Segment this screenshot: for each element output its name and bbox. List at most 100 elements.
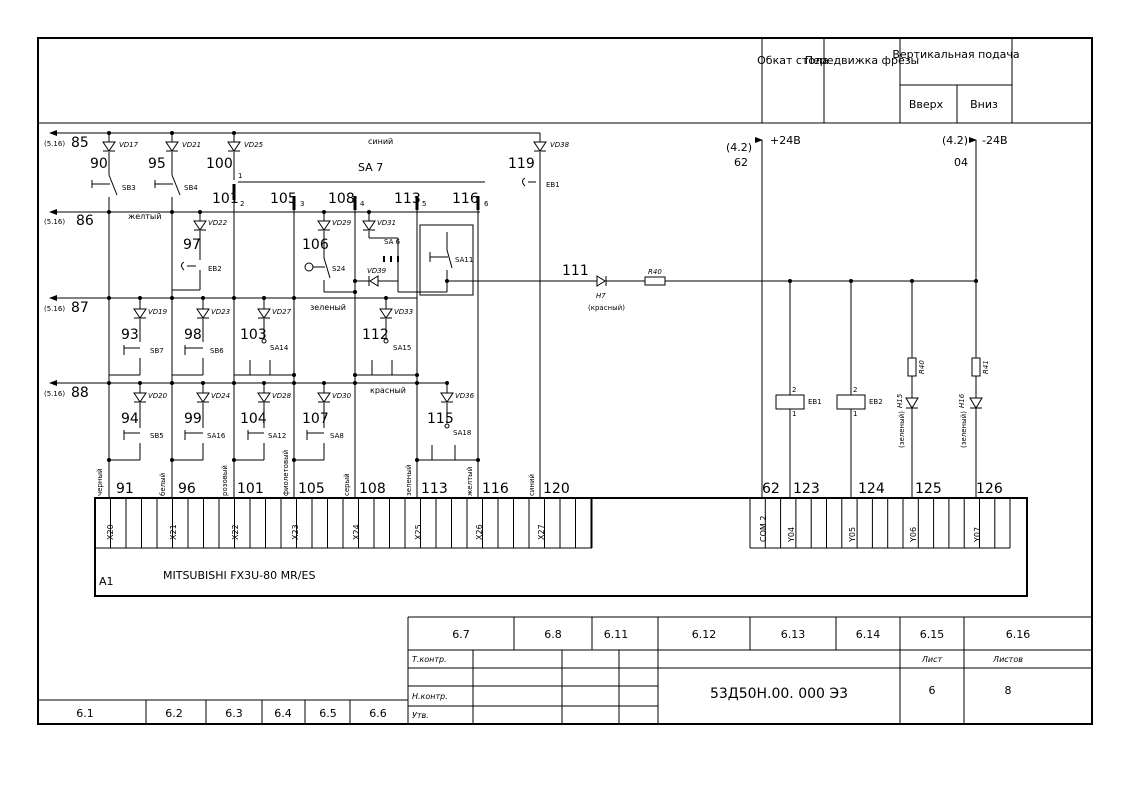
svg-text:EB1: EB1 xyxy=(808,398,822,406)
svg-text:SA15: SA15 xyxy=(393,344,411,352)
svg-text:6.7: 6.7 xyxy=(452,628,470,641)
bottom-wire-labels: черный 91 белый 96 розовый 101 фиолетовы… xyxy=(96,450,570,497)
svg-text:SB7: SB7 xyxy=(150,347,164,355)
svg-text:100: 100 xyxy=(206,156,233,172)
svg-text:116: 116 xyxy=(452,191,479,207)
plc-output-label: Y05 xyxy=(848,527,857,543)
svg-text:фиолетовый: фиолетовый xyxy=(282,450,290,496)
plc-input-label: X27 xyxy=(537,524,546,540)
svg-text:VD23: VD23 xyxy=(211,308,230,316)
svg-text:113: 113 xyxy=(421,481,448,497)
svg-text:желтый: желтый xyxy=(128,212,161,221)
svg-text:Лист: Лист xyxy=(921,655,943,664)
svg-text:98: 98 xyxy=(184,327,202,343)
header-table-cut: Обкат стола xyxy=(757,54,829,67)
svg-text:SA18: SA18 xyxy=(453,429,471,437)
svg-text:SA14: SA14 xyxy=(270,344,289,352)
svg-text:3: 3 xyxy=(300,200,304,208)
svg-text:VD30: VD30 xyxy=(332,392,352,400)
svg-text:6.8: 6.8 xyxy=(544,628,562,641)
svg-text:R40: R40 xyxy=(918,360,926,374)
svg-text:6: 6 xyxy=(484,200,489,208)
svg-text:6.15: 6.15 xyxy=(920,628,945,641)
svg-text:107: 107 xyxy=(302,411,329,427)
svg-text:VD22: VD22 xyxy=(208,219,228,227)
svg-text:111: 111 xyxy=(562,263,589,279)
svg-text:94: 94 xyxy=(121,411,139,427)
svg-text:Листов: Листов xyxy=(992,655,1023,664)
svg-text:6.13: 6.13 xyxy=(781,628,806,641)
svg-text:SA11: SA11 xyxy=(455,256,473,264)
svg-text:VD36: VD36 xyxy=(455,392,475,400)
svg-text:2: 2 xyxy=(240,200,244,208)
svg-text:VD17: VD17 xyxy=(119,141,139,149)
svg-text:95: 95 xyxy=(148,156,166,172)
svg-text:6.4: 6.4 xyxy=(274,707,292,720)
svg-text:101: 101 xyxy=(212,191,239,207)
plc-input-label: X26 xyxy=(475,524,484,540)
svg-text:120: 120 xyxy=(543,481,570,497)
svg-text:99: 99 xyxy=(184,411,202,427)
plc-model: MITSUBISHI FX3U-80 MR/ES xyxy=(163,569,315,582)
svg-text:VD39: VD39 xyxy=(367,267,387,275)
svg-text:105: 105 xyxy=(270,191,297,207)
svg-text:87: 87 xyxy=(71,300,89,316)
svg-text:SA12: SA12 xyxy=(268,432,286,440)
plc-input-label: X22 xyxy=(231,524,240,540)
svg-text:A1: A1 xyxy=(99,575,114,588)
svg-text:2: 2 xyxy=(853,386,857,394)
svg-text:6.16: 6.16 xyxy=(1006,628,1031,641)
svg-text:125: 125 xyxy=(915,481,942,497)
svg-text:SB3: SB3 xyxy=(122,184,136,192)
svg-text:EB2: EB2 xyxy=(208,265,222,273)
svg-text:6: 6 xyxy=(929,684,936,697)
svg-text:VD29: VD29 xyxy=(332,219,352,227)
svg-text:H16: H16 xyxy=(958,393,966,408)
svg-text:119: 119 xyxy=(508,156,535,172)
svg-text:(4.2): (4.2) xyxy=(726,141,752,154)
header-down: Вниз xyxy=(970,98,998,111)
svg-text:+24В: +24В xyxy=(770,134,801,147)
svg-text:серый: серый xyxy=(343,473,351,496)
svg-text:6.1: 6.1 xyxy=(76,707,94,720)
svg-text:H7: H7 xyxy=(596,292,606,300)
input-rails xyxy=(49,130,540,386)
svg-text:VD20: VD20 xyxy=(148,392,168,400)
svg-text:желтый: желтый xyxy=(466,467,474,496)
plc-input-label: X20 xyxy=(106,524,115,540)
svg-text:VD21: VD21 xyxy=(182,141,201,149)
svg-text:112: 112 xyxy=(362,327,389,343)
svg-text:-24В: -24В xyxy=(982,134,1008,147)
svg-text:1: 1 xyxy=(238,172,242,180)
svg-text:VD38: VD38 xyxy=(550,141,570,149)
svg-text:6.11: 6.11 xyxy=(604,628,629,641)
svg-text:6.6: 6.6 xyxy=(369,707,387,720)
svg-text:H15: H15 xyxy=(896,393,904,408)
svg-text:2: 2 xyxy=(792,386,796,394)
svg-text:91: 91 xyxy=(116,481,134,497)
svg-text:белый: белый xyxy=(159,473,167,496)
svg-text:(зеленый): (зеленый) xyxy=(960,411,968,448)
svg-text:Т.контр.: Т.контр. xyxy=(412,655,447,664)
svg-text:VD27: VD27 xyxy=(272,308,292,316)
svg-text:зеленый: зеленый xyxy=(405,465,413,496)
svg-text:R40: R40 xyxy=(648,268,662,276)
svg-text:VD24: VD24 xyxy=(211,392,230,400)
svg-text:(красный): (красный) xyxy=(588,304,625,312)
svg-text:104: 104 xyxy=(240,411,267,427)
svg-text:1: 1 xyxy=(853,410,857,418)
svg-text:зеленый: зеленый xyxy=(310,303,346,312)
plc-input-label: X24 xyxy=(352,524,361,540)
svg-text:85: 85 xyxy=(71,135,89,151)
svg-text:101: 101 xyxy=(237,481,264,497)
svg-text:6.5: 6.5 xyxy=(319,707,337,720)
svg-text:62: 62 xyxy=(734,156,748,169)
svg-text:04: 04 xyxy=(954,156,968,169)
svg-text:103: 103 xyxy=(240,327,267,343)
svg-text:90: 90 xyxy=(90,156,108,172)
svg-text:VD25: VD25 xyxy=(244,141,264,149)
svg-text:108: 108 xyxy=(359,481,386,497)
svg-text:VD28: VD28 xyxy=(272,392,292,400)
plc-input-label: X21 xyxy=(169,524,178,540)
